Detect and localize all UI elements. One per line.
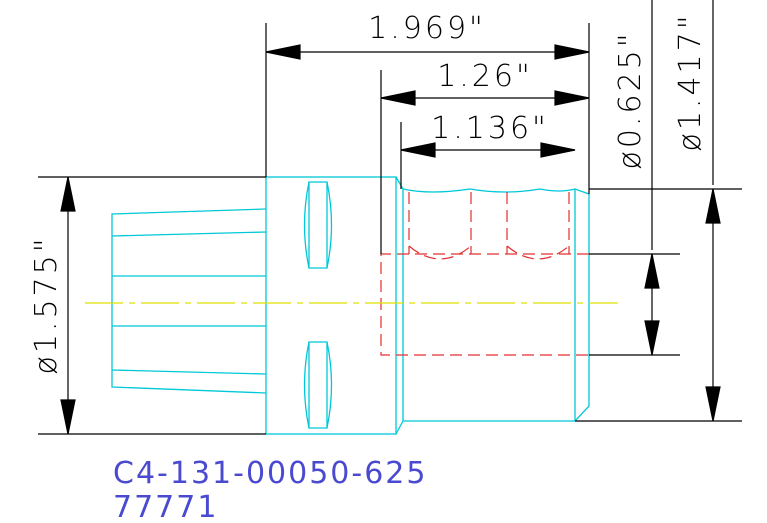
arrow-phi1575-bottom xyxy=(60,399,76,435)
dim-text-phi1575: ø1.575" xyxy=(29,235,64,374)
flange-body xyxy=(265,176,397,435)
arrow-1969-left xyxy=(265,44,301,60)
sub-number-label: 77771 xyxy=(113,490,218,523)
bore-outline xyxy=(380,253,589,356)
groove-arc-1 xyxy=(408,245,472,260)
nose-section xyxy=(395,176,590,435)
left-shank xyxy=(111,208,267,394)
dim-text-phi0625: ø0.625" xyxy=(613,30,648,169)
hidden-lines xyxy=(380,192,589,356)
arrow-phi0625-top xyxy=(644,253,660,289)
dim-text-126: 1.26" xyxy=(437,59,533,94)
arrow-phi1575-top xyxy=(60,176,76,212)
dim-text-1969: 1.969" xyxy=(368,11,486,46)
left-shank-inner-top xyxy=(111,231,267,237)
arrow-126-left xyxy=(380,90,416,106)
arrow-phi1417-bottom xyxy=(705,386,721,422)
arrow-1136-right xyxy=(540,142,576,158)
dim-text-phi1417: ø1.417" xyxy=(673,12,708,151)
part-number-label: C4-131-00050-625 xyxy=(113,456,427,491)
part-outline xyxy=(111,176,590,435)
dim-text-1136: 1.136" xyxy=(431,111,549,146)
arrow-1969-right xyxy=(554,44,590,60)
left-shank-inner-bottom xyxy=(111,369,267,375)
arrow-phi0625-bottom xyxy=(644,320,660,356)
arrow-phi1417-top xyxy=(705,188,721,224)
dimension-lines xyxy=(38,0,742,435)
arrow-1136-left xyxy=(400,142,436,158)
groove-arc-2 xyxy=(506,245,570,260)
arrow-126-right xyxy=(554,90,590,106)
